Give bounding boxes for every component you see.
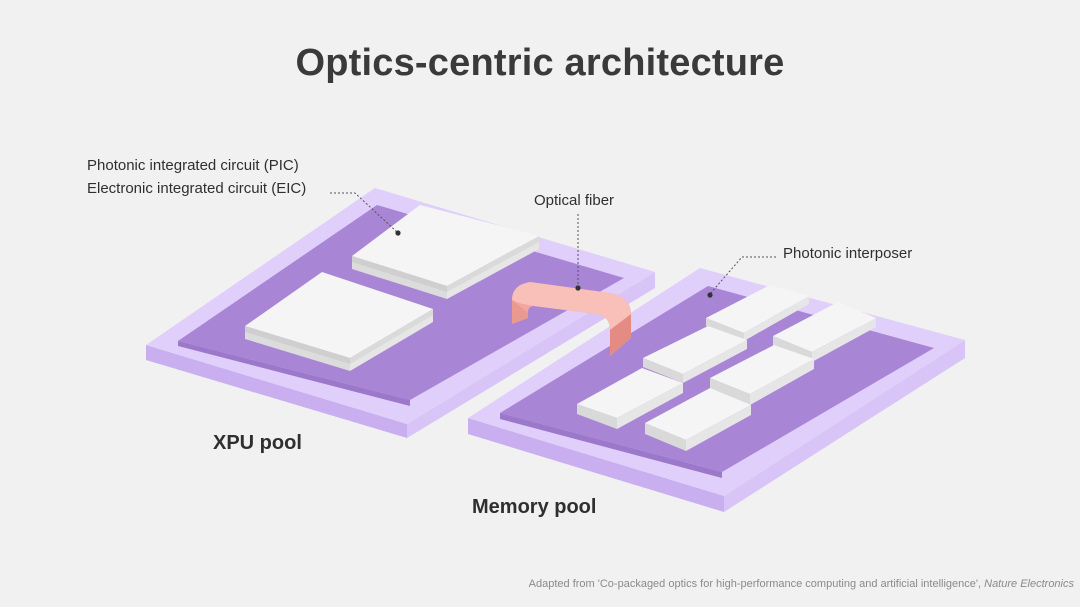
memory-chip-4 [710,345,814,405]
memory-chip-1 [706,285,809,341]
xpu-pool-label: XPU pool [213,432,302,454]
source-credit: Adapted from 'Co-packaged optics for hig… [529,578,1074,590]
leader-lines [330,192,776,295]
optical-fiber [512,282,631,356]
xpu-chip-back [352,205,539,299]
page-title: Optics-centric architecture [295,42,785,84]
optical-fiber-label: Optical fiber [534,192,615,209]
credit-source: Nature Electronics [984,578,1074,590]
memory-chip-6 [645,388,751,451]
memory-pool-label: Memory pool [472,496,597,518]
credit-text: Adapted from 'Co-packaged optics for hig… [528,578,985,590]
eic-leader-line [330,192,399,234]
xpu-chip-front [245,272,433,371]
memory-chip-3 [643,326,747,383]
leader-dots [395,230,713,298]
photonic-interposer-label: Photonic interposer [783,245,913,262]
interposer-leader-line [709,256,776,295]
eic-label: Electronic integrated circuit (EIC) [87,180,307,197]
pic-label: Photonic integrated circuit (PIC) [87,157,299,174]
memory-chip-5 [577,368,683,429]
